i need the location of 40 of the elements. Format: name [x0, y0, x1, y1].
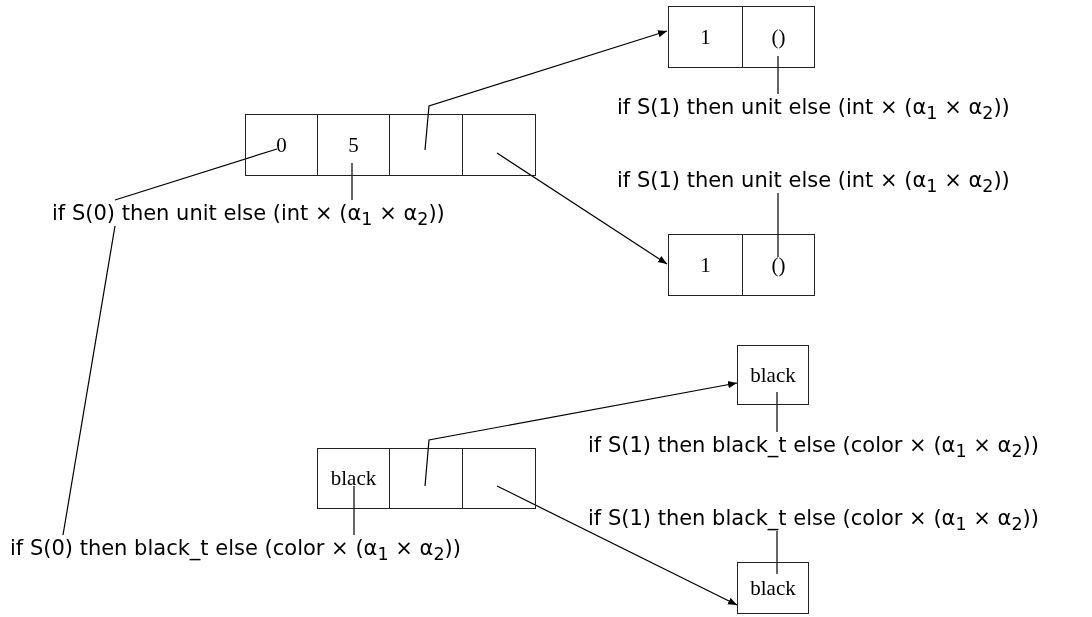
cell-value: 0	[276, 132, 287, 158]
type-annotation: if S(0) then black_t else (color × (α$_{1}$ × α$_{2}$))	[10, 535, 461, 568]
memory-cell	[737, 345, 809, 405]
cell-value: 1	[700, 252, 711, 278]
memory-cell	[737, 562, 809, 614]
leader-line	[351, 162, 353, 201]
leader-line	[776, 391, 778, 433]
memory-cell	[245, 114, 318, 176]
cell-value: black	[750, 362, 796, 388]
cell-value: black	[330, 466, 377, 491]
type-annotation: if S(1) then black_t else (color × (α$_{1}$ × α$_{2}$))	[588, 505, 1039, 538]
memory-cell	[742, 234, 815, 296]
leader-line	[777, 192, 779, 258]
cell-value: 1	[700, 24, 711, 50]
leader-line	[777, 55, 779, 95]
memory-cell	[668, 234, 743, 296]
cell-value: black	[750, 575, 796, 601]
empty-cell	[462, 114, 536, 176]
pointer-arrow	[496, 485, 738, 606]
memory-cell	[317, 448, 390, 509]
leader-line	[776, 530, 778, 575]
memory-cell	[668, 6, 743, 68]
type-annotation: if S(1) then unit else (int × (α$_{1}$ × α$_{2}$))	[617, 167, 1010, 200]
memory-cell	[742, 6, 815, 68]
empty-cell	[462, 448, 536, 509]
leader-line	[62, 225, 116, 536]
pointer-arrow	[424, 381, 738, 487]
memory-cell	[317, 114, 390, 176]
pointer-arrow	[496, 152, 668, 265]
empty-cell	[389, 448, 463, 509]
cell-value: ()	[771, 24, 786, 50]
empty-cell	[389, 114, 463, 176]
cell-value: ()	[771, 252, 786, 278]
cell-value: 5	[348, 132, 359, 158]
type-annotation: if S(1) then unit else (int × (α$_{1}$ × α$_{2}$))	[617, 94, 1010, 127]
leader-line	[114, 148, 278, 201]
leader-line	[353, 485, 355, 536]
pointer-arrow	[424, 30, 668, 151]
type-annotation: if S(0) then unit else (int × (α$_{1}$ × α$_{2}$))	[52, 200, 445, 233]
type-annotation: if S(1) then black_t else (color × (α$_{1}$ × α$_{2}$))	[588, 432, 1039, 465]
